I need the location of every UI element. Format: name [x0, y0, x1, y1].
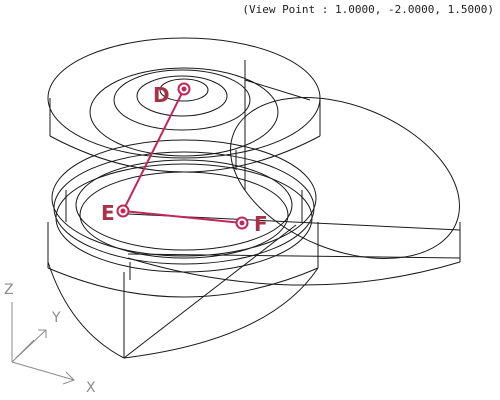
far-lower-arc: [127, 257, 461, 286]
dome-contour-3: [159, 78, 209, 102]
rear-connector: [244, 79, 311, 101]
ucs-icon: [11, 302, 75, 385]
selection-lines: [122, 88, 243, 224]
viewpoint-readout: (View Point : 1.0000, -2.0000, 1.5000): [242, 3, 494, 16]
segment-e-d: [122, 88, 185, 212]
point-d-label: D: [153, 83, 170, 107]
base-diagonal: [123, 224, 297, 359]
dome-contour-2: [136, 75, 228, 117]
middle-ring-1: [51, 139, 317, 257]
inner-bowl-2: [79, 171, 289, 259]
top-rim-inner: [89, 67, 279, 157]
segment-e-f: [122, 210, 243, 224]
base-right-curve: [123, 267, 319, 359]
point-e-marker[interactable]: [116, 204, 130, 218]
ucs-x-label: X: [86, 380, 96, 396]
wireframe-geometry: [47, 37, 461, 359]
ucs-z-label: Z: [4, 282, 14, 298]
point-f-label: F: [254, 212, 268, 236]
ucs-y-label: Y: [51, 310, 61, 326]
extension-line-2: [127, 253, 461, 259]
point-d-marker[interactable]: [177, 82, 191, 96]
lower-rim: [47, 267, 319, 298]
inner-bowl-1: [75, 159, 293, 251]
middle-ring-2: [53, 151, 315, 265]
point-markers[interactable]: [116, 82, 249, 230]
dome-contour-1: [113, 69, 251, 131]
point-f-marker[interactable]: [235, 216, 249, 230]
point-e-label: E: [101, 201, 115, 225]
base-left-curve: [47, 261, 125, 359]
